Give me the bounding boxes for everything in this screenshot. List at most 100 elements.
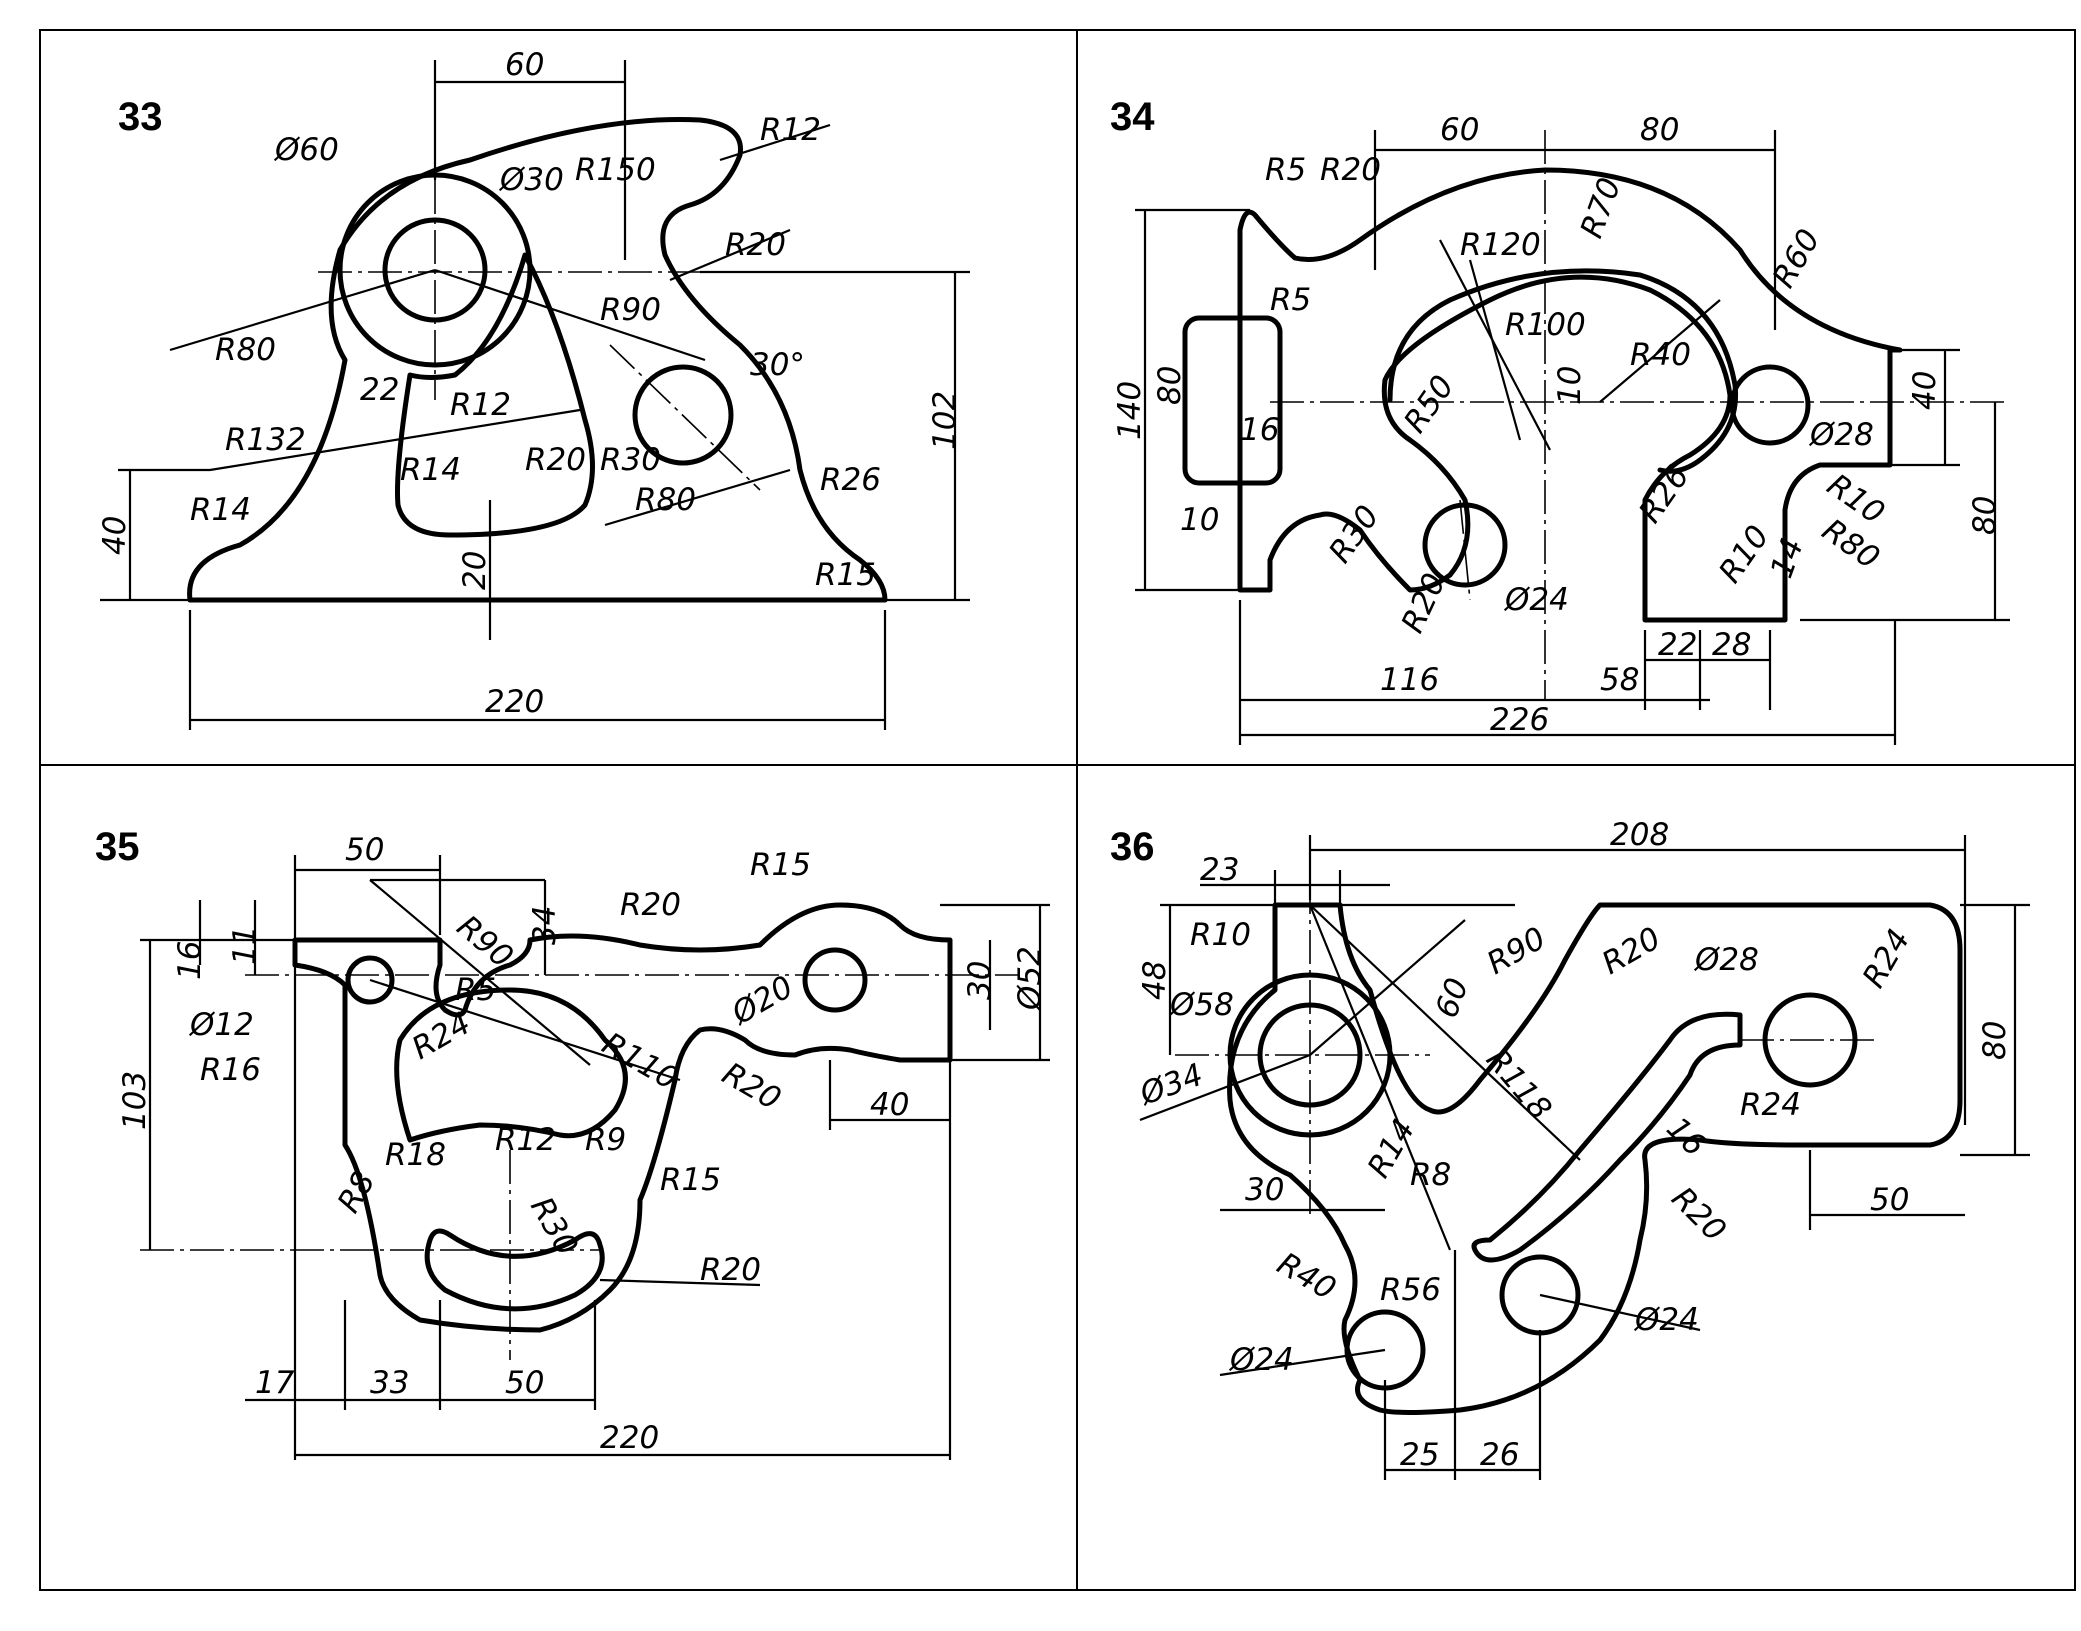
centerline xyxy=(609,344,761,491)
dimension-label: 80 xyxy=(1152,366,1188,405)
panel-35: 35 50 R15 R20 xyxy=(95,825,1050,1460)
leader-line xyxy=(1309,904,1581,1161)
dimension-label: 80 xyxy=(1967,496,2003,535)
dimension-label: 58 xyxy=(1600,662,1639,698)
dimension-label: 26 xyxy=(1480,1437,1519,1473)
dimension-label: R20 xyxy=(700,1252,761,1288)
dimension-label: 30° xyxy=(750,347,805,383)
dimension-label: 22 xyxy=(1658,627,1697,663)
dimension-label: 140 xyxy=(1112,381,1148,440)
leader-line xyxy=(1308,904,1452,1251)
dimension-label: Ø58 xyxy=(1168,987,1234,1023)
leader-line xyxy=(1309,919,1466,1056)
dimension-label: R20 xyxy=(1596,920,1667,982)
dimension-label: R90 xyxy=(1481,920,1552,982)
dimension-label: R5 xyxy=(455,972,496,1008)
dimension-label: R110 xyxy=(596,1026,684,1098)
dimension-label: 34 xyxy=(527,906,563,945)
dimension-label: R12 xyxy=(450,387,511,423)
dimension-label: R100 xyxy=(1505,307,1586,343)
panel-number: 33 xyxy=(118,95,163,139)
dimension-label: R20 xyxy=(1664,1180,1733,1249)
dimension-label: 103 xyxy=(117,1071,153,1130)
dimension-label: 16 xyxy=(1659,1110,1712,1163)
dimension-label: R20 xyxy=(1320,152,1381,188)
dimension-label: 60 xyxy=(1440,112,1479,148)
dimension-label: R14 xyxy=(190,492,251,528)
dimension-label: 22 xyxy=(360,372,399,408)
hole-circle xyxy=(1762,992,1858,1088)
inner-slot xyxy=(394,987,628,1143)
dimension-label: Ø24 xyxy=(1633,1302,1699,1338)
hole-circle xyxy=(1257,1002,1363,1108)
leader-line xyxy=(1468,259,1522,441)
dimension-label: Ø52 xyxy=(1012,946,1048,1012)
dimension-label: Ø24 xyxy=(1228,1342,1294,1378)
hole-circle xyxy=(1729,364,1811,446)
dimension-label: 33 xyxy=(370,1365,409,1401)
boss-circle xyxy=(1227,972,1393,1138)
dimension-label: 226 xyxy=(1490,702,1549,738)
leader-line xyxy=(599,1278,761,1287)
dimension-label: R5 xyxy=(1265,152,1306,188)
dimension-label: 50 xyxy=(345,832,384,868)
slot-rect xyxy=(1182,315,1283,486)
leader-line xyxy=(604,468,791,527)
panel-33: 33 60 R12 Ø60 Ø30 xyxy=(97,47,970,730)
dimension-label: R120 xyxy=(1460,227,1541,263)
dimension-label: R14 xyxy=(400,452,461,488)
dimension-label: R8 xyxy=(1410,1157,1451,1193)
leader-line xyxy=(169,268,436,352)
dimension-label: R15 xyxy=(815,557,876,593)
dimension-label: R16 xyxy=(200,1052,261,1088)
hole-circle xyxy=(632,364,734,466)
leader-line xyxy=(1139,1053,1311,1122)
dimension-label: Ø30 xyxy=(498,162,564,198)
dimension-label: 30 xyxy=(1245,1172,1284,1208)
part-outline xyxy=(187,117,888,603)
dimension-label: 40 xyxy=(97,516,133,555)
dimension-label: 17 xyxy=(255,1365,295,1401)
dimension-label: 50 xyxy=(505,1365,544,1401)
dimension-label: R26 xyxy=(820,462,881,498)
leader-line xyxy=(1439,239,1551,451)
panel-36: 36 208 xyxy=(1110,817,2030,1480)
leader-line xyxy=(1599,299,1721,403)
dimension-label: R40 xyxy=(1271,1246,1342,1308)
dimension-label: R20 xyxy=(725,227,786,263)
part-outline xyxy=(1237,167,1903,623)
curved-slot xyxy=(1471,1011,1743,1263)
dimension-label: Ø28 xyxy=(1808,417,1874,453)
dimension-label: 16 xyxy=(1240,412,1279,448)
dimension-label: 25 xyxy=(1400,1437,1439,1473)
dimension-label: 220 xyxy=(485,684,544,720)
dimension-label: R90 xyxy=(600,292,661,328)
dimension-label: R20 xyxy=(525,442,586,478)
dimension-label: R10 xyxy=(1190,917,1251,953)
dimension-label: R20 xyxy=(620,887,681,923)
dimension-label: R30 xyxy=(1322,499,1386,570)
dimension-label: R12 xyxy=(760,112,821,148)
panel-number: 34 xyxy=(1110,95,1155,139)
panel-34: 34 60 80 R5 R20 xyxy=(1110,95,2010,745)
dimension-label: 220 xyxy=(600,1420,659,1456)
dimension-label: 116 xyxy=(1380,662,1439,698)
dimension-label: R80 xyxy=(635,482,696,518)
hole-circle xyxy=(382,217,488,323)
dimension-label: R10 xyxy=(1712,519,1776,590)
leader-line xyxy=(434,268,706,362)
dimension-label: R5 xyxy=(1270,282,1311,318)
part-outline xyxy=(292,902,953,1333)
dimension-label: R70 xyxy=(1574,173,1629,243)
dimension-label: R30 xyxy=(600,442,661,478)
dimension-label: 20 xyxy=(457,551,493,590)
hole-circle xyxy=(345,955,395,1005)
dimension-label: 23 xyxy=(1200,852,1239,888)
leader-line xyxy=(369,879,591,1066)
inner-slot xyxy=(1387,268,1739,474)
dimension-label: 50 xyxy=(1870,1182,1909,1218)
hole-circle xyxy=(1422,502,1508,588)
dimension-label: R8 xyxy=(331,1165,383,1219)
dimension-label: 40 xyxy=(1907,371,1943,410)
